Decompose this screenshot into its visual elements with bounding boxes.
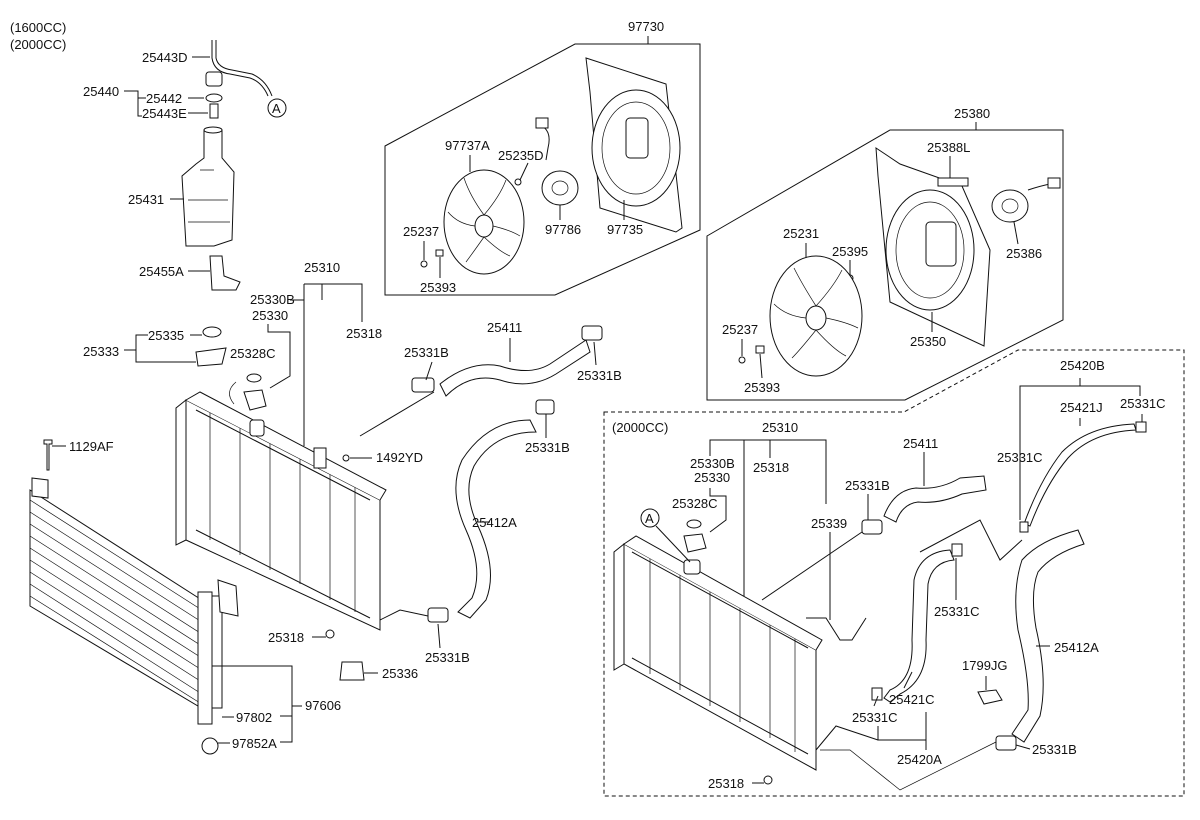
ref-marker-a-inset: A bbox=[645, 511, 654, 526]
label-25411-a: 25411 bbox=[487, 320, 522, 335]
label-25318-c: 25318 bbox=[753, 460, 789, 475]
label-25330-b: 25330 bbox=[694, 470, 730, 485]
label-25318-b: 25318 bbox=[268, 630, 304, 645]
label-25411-b: 25411 bbox=[903, 436, 938, 451]
label-25235d: 25235D bbox=[498, 148, 544, 163]
label-25328c-a: 25328C bbox=[230, 346, 276, 361]
label-25339: 25339 bbox=[811, 516, 847, 531]
cap-97852a bbox=[201, 737, 219, 755]
label-25443e: 25443E bbox=[142, 106, 187, 121]
inset-radiator bbox=[613, 535, 823, 785]
gasket-25333 bbox=[195, 347, 227, 367]
clip-1799jg bbox=[977, 689, 1003, 705]
label-97802: 97802 bbox=[236, 710, 272, 725]
label-25395: 25395 bbox=[832, 244, 868, 259]
inset-hose-25421c bbox=[883, 549, 955, 703]
reservoir-assembly: A bbox=[181, 40, 287, 291]
label-25420a: 25420A bbox=[897, 752, 942, 767]
engine-note-1600cc: (1600CC) bbox=[10, 20, 66, 35]
label-25330b-a: 25330B bbox=[250, 292, 295, 307]
label-25412a-a: 25412A bbox=[472, 515, 517, 530]
label-25331b-2: 25331B bbox=[577, 368, 622, 383]
inset-hose-25421j bbox=[1023, 423, 1137, 527]
label-25237-b: 25237 bbox=[722, 322, 758, 337]
ref-marker-a: A bbox=[272, 101, 281, 116]
label-97730: 97730 bbox=[628, 19, 664, 34]
label-25237-a: 25237 bbox=[403, 224, 439, 239]
label-25393-b: 25393 bbox=[744, 380, 780, 395]
label-25331b-6: 25331B bbox=[1032, 742, 1077, 757]
label-25350: 25350 bbox=[910, 334, 946, 349]
label-25442: 25442 bbox=[146, 91, 182, 106]
label-97735: 97735 bbox=[607, 222, 643, 237]
label-25231: 25231 bbox=[783, 226, 819, 241]
label-25318-top: 25318 bbox=[346, 326, 382, 341]
label-25393-a: 25393 bbox=[420, 280, 456, 295]
condenser bbox=[29, 477, 239, 725]
fan-shroud-assembly-25380 bbox=[706, 129, 1064, 401]
label-25386: 25386 bbox=[1006, 246, 1042, 261]
label-25380: 25380 bbox=[954, 106, 990, 121]
label-1492yd: 1492YD bbox=[376, 450, 423, 465]
main-radiator bbox=[175, 391, 387, 639]
label-25331c-1: 25331C bbox=[934, 604, 980, 619]
label-97852a: 97852A bbox=[232, 736, 277, 751]
label-25412a-b: 25412A bbox=[1054, 640, 1099, 655]
inset-upper-hose-25411 bbox=[883, 475, 987, 523]
label-25431: 25431 bbox=[128, 192, 164, 207]
inset-border-2000cc bbox=[603, 349, 1185, 797]
label-97786: 97786 bbox=[545, 222, 581, 237]
label-25318-d: 25318 bbox=[708, 776, 744, 791]
mount-25336 bbox=[339, 661, 365, 681]
label-25328c-b: 25328C bbox=[672, 496, 718, 511]
label-25310-a: 25310 bbox=[304, 260, 340, 275]
label-97606: 97606 bbox=[305, 698, 341, 713]
label-25330b-b: 25330B bbox=[690, 456, 735, 471]
ref-marker-circle bbox=[267, 98, 287, 118]
upper-hose-25411 bbox=[439, 339, 591, 397]
label-25421c: 25421C bbox=[889, 692, 935, 707]
lower-hose-25412a bbox=[455, 419, 537, 619]
label-25443d: 25443D bbox=[142, 50, 188, 65]
label-1129af: 1129AF bbox=[69, 439, 114, 454]
label-1799jg: 1799JG bbox=[962, 658, 1008, 673]
label-25455a: 25455A bbox=[139, 264, 184, 279]
label-25331b-4: 25331B bbox=[425, 650, 470, 665]
label-25331b-1: 25331B bbox=[404, 345, 449, 360]
label-97737a: 97737A bbox=[445, 138, 490, 153]
inset-lower-hose-25412a bbox=[1011, 529, 1085, 743]
label-25330-a: 25330 bbox=[252, 308, 288, 323]
label-25421j: 25421J bbox=[1060, 400, 1103, 415]
label-25331c-2: 25331C bbox=[852, 710, 898, 725]
engine-note-2000cc: (2000CC) bbox=[10, 37, 66, 52]
label-25336: 25336 bbox=[382, 666, 418, 681]
label-25420b: 25420B bbox=[1060, 358, 1105, 373]
cap-25335 bbox=[202, 326, 222, 338]
label-25388l: 25388L bbox=[927, 140, 970, 155]
label-25440: 25440 bbox=[83, 84, 119, 99]
label-25331b-5: 25331B bbox=[845, 478, 890, 493]
label-25310-b: 25310 bbox=[762, 420, 798, 435]
fan-shroud-assembly-97730 bbox=[384, 43, 701, 296]
label-25335: 25335 bbox=[148, 328, 184, 343]
label-25331b-3: 25331B bbox=[525, 440, 570, 455]
label-25331c-3: 25331C bbox=[1120, 396, 1166, 411]
inset-title-2000cc: (2000CC) bbox=[612, 420, 668, 435]
label-25331c-4: 25331C bbox=[997, 450, 1043, 465]
label-25333: 25333 bbox=[83, 344, 119, 359]
